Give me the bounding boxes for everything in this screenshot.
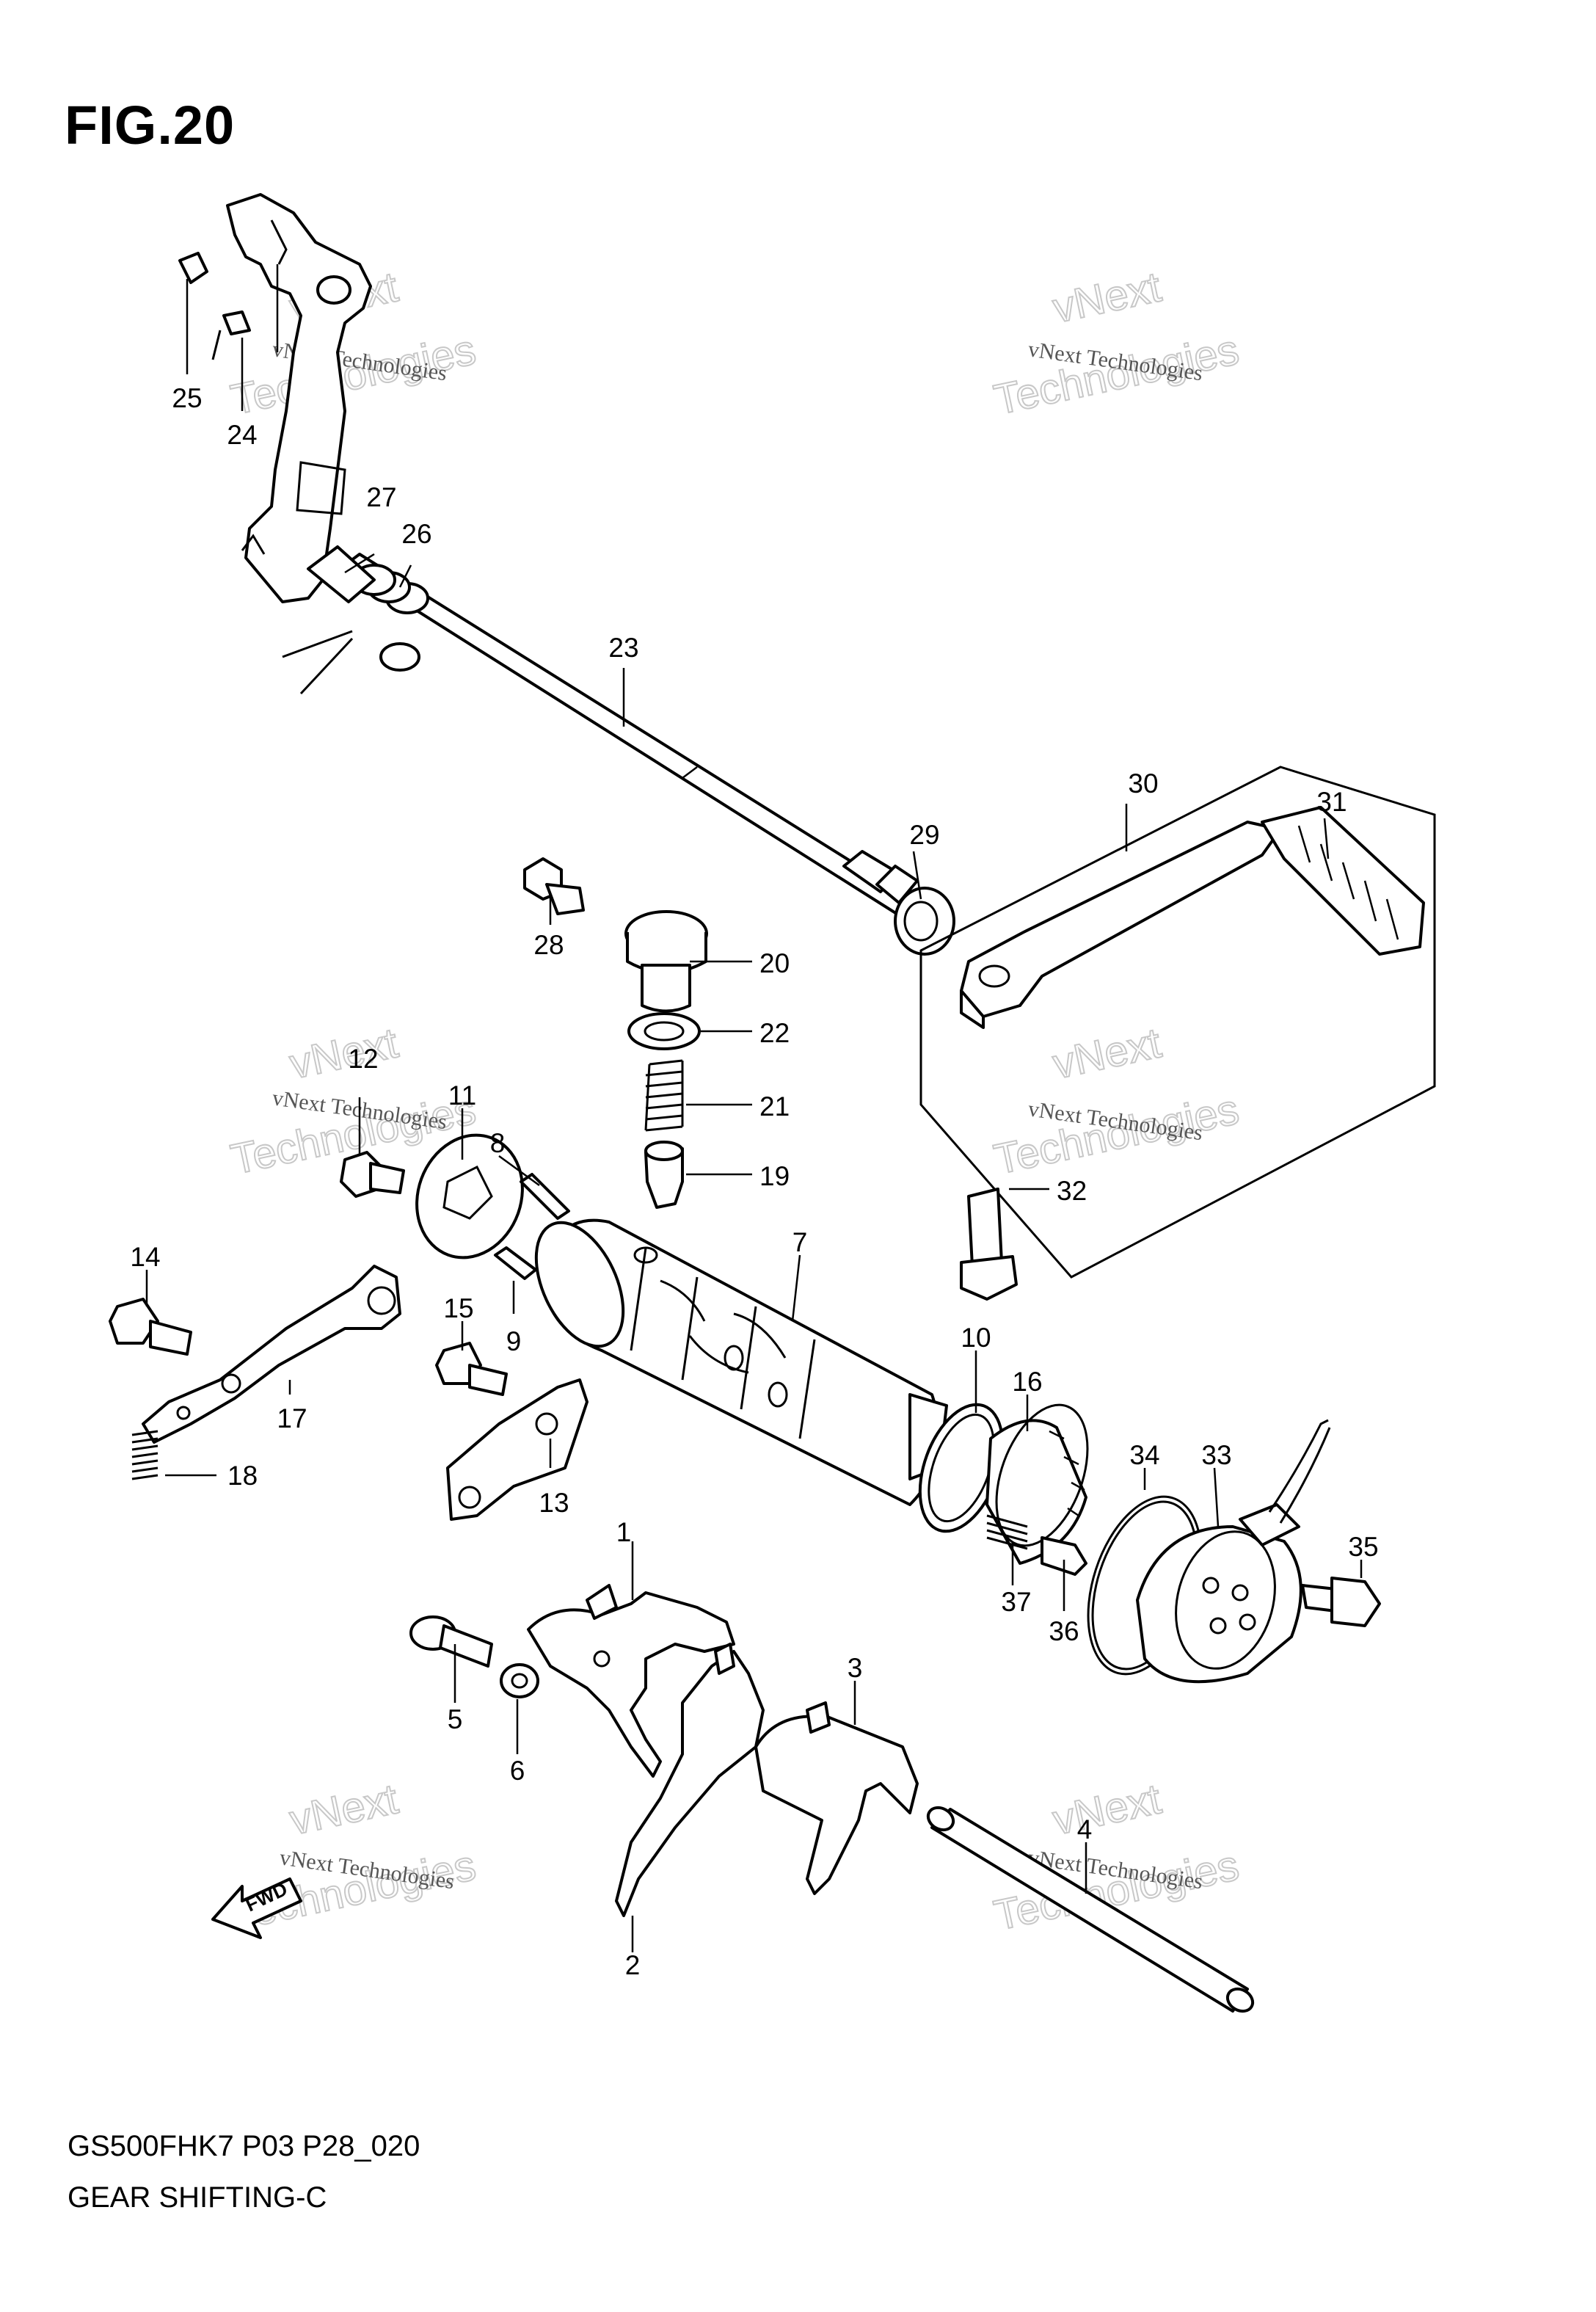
leader-lines	[145, 264, 1363, 1952]
watermark-text: Technologies	[990, 1086, 1243, 1184]
cam-pin	[520, 1173, 570, 1220]
watermark-text: vNext	[1049, 1019, 1165, 1088]
shift-fork-1	[527, 1584, 735, 1778]
bolt	[523, 857, 585, 915]
circlip	[178, 252, 208, 284]
plunger	[644, 1141, 684, 1209]
callout-13: 13	[539, 1488, 569, 1518]
gearshift-lever-box	[919, 766, 1436, 1279]
callout-36: 36	[1049, 1616, 1079, 1646]
watermark-text: vNext	[1049, 1775, 1165, 1844]
shift-fork-2	[615, 1643, 765, 1917]
neutral-pin	[1041, 1536, 1087, 1576]
pin	[211, 310, 251, 360]
callout-25: 25	[172, 383, 202, 413]
callout-21: 21	[759, 1091, 790, 1122]
fork-bolt	[409, 1615, 493, 1668]
callout-26: 26	[401, 519, 431, 549]
callout-14: 14	[130, 1242, 160, 1272]
callout-20: 20	[759, 948, 790, 978]
callout-24: 24	[227, 420, 257, 450]
callout-1: 1	[616, 1517, 632, 1547]
cam-bearing	[985, 1403, 1089, 1565]
gearshift-shaft	[343, 553, 919, 919]
oil-seal	[894, 887, 955, 956]
callout-31: 31	[1316, 787, 1347, 817]
callout-12: 12	[348, 1044, 378, 1074]
callout-4: 4	[1077, 1814, 1093, 1844]
shaft-collar	[307, 545, 376, 603]
cam-guide	[446, 1378, 589, 1521]
callout-37: 37	[1001, 1587, 1031, 1617]
gearshift-cam	[534, 1218, 948, 1506]
lever-bolt	[960, 1188, 1018, 1301]
switch-bolt	[1301, 1577, 1381, 1627]
callout-30: 30	[1128, 768, 1158, 799]
fork-washer	[500, 1663, 539, 1698]
cam-stopper-plate	[415, 1133, 524, 1259]
callout-35: 35	[1348, 1532, 1378, 1562]
shift-fork-3	[754, 1701, 919, 1895]
callout-5: 5	[448, 1704, 463, 1734]
cam-stopper-bolt	[340, 1151, 405, 1198]
stopper-arm	[142, 1265, 401, 1444]
callout-23: 23	[608, 633, 638, 663]
callout-28: 28	[533, 930, 564, 960]
callout-numbers: 1 2 3 4 5 6 7 8 9 10 11 12 13 14 15 16 1…	[130, 383, 1378, 1980]
callout-16: 16	[1012, 1367, 1042, 1397]
callout-22: 22	[759, 1018, 790, 1048]
plug	[624, 910, 708, 1013]
callout-3: 3	[848, 1653, 863, 1683]
neutral-spring	[986, 1514, 1028, 1550]
callout-7: 7	[792, 1227, 808, 1257]
cam-guide-bolt	[435, 1342, 508, 1396]
figure-title: FIG.20	[65, 95, 236, 156]
callout-6: 6	[510, 1756, 525, 1786]
callout-29: 29	[909, 820, 939, 850]
gasket	[627, 1012, 701, 1050]
shift-arm	[226, 193, 372, 603]
watermark-text: vNext	[285, 1019, 402, 1088]
callout-11: 11	[448, 1080, 476, 1110]
stopper-arm-spring	[131, 1430, 158, 1480]
callout-34: 34	[1129, 1440, 1159, 1470]
callout-2: 2	[625, 1950, 641, 1980]
callout-10: 10	[961, 1323, 991, 1353]
watermark-mid-right: vNext Technologies vNext Technologies	[989, 1018, 1244, 1184]
gear-position-switch	[1136, 1419, 1331, 1684]
callout-33: 33	[1201, 1440, 1231, 1470]
callout-17: 17	[277, 1403, 307, 1433]
callout-27: 27	[366, 482, 396, 512]
callout-15: 15	[443, 1293, 473, 1323]
stopper-arm-bolt	[109, 1298, 192, 1356]
callout-32: 32	[1057, 1176, 1087, 1206]
fork-shaft	[926, 1806, 1255, 2013]
section-title: GEAR SHIFTING-C	[68, 2181, 327, 2214]
model-code: GS500FHK7 P03 P28_020	[68, 2130, 420, 2162]
callout-18: 18	[227, 1461, 258, 1491]
cam-pin	[494, 1246, 537, 1280]
callout-8: 8	[490, 1128, 506, 1158]
watermark-top-right: vNext Technologies vNext Technologies	[989, 262, 1244, 424]
callout-9: 9	[506, 1326, 522, 1356]
stopper-spring	[644, 1059, 684, 1132]
watermark-text: vNext	[285, 1775, 402, 1844]
watermark-text: Technologies	[990, 326, 1243, 424]
callout-19: 19	[759, 1161, 790, 1191]
watermark-text: vNext	[1049, 263, 1165, 332]
